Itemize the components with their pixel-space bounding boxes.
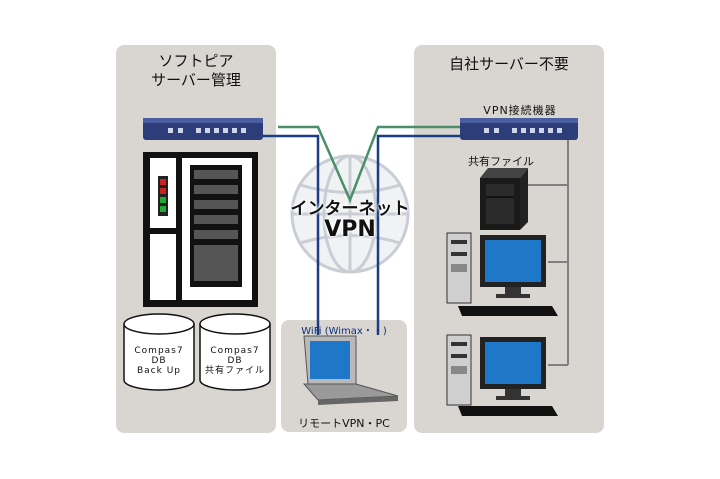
lan-lines bbox=[528, 140, 569, 366]
wifi-label: WiFi (Wimax・・) bbox=[301, 326, 387, 337]
desktop-pc-icon bbox=[446, 232, 558, 316]
vpn-links bbox=[262, 125, 468, 335]
server-rack-icon bbox=[143, 152, 258, 307]
db-purpose: 共有ファイル bbox=[204, 366, 265, 376]
remote-vpn-pc-label: リモートVPN・PC bbox=[298, 417, 390, 430]
left-panel-title: ソフトピア サーバー管理 bbox=[116, 52, 276, 90]
db-type: DB bbox=[227, 356, 243, 366]
database-label-backup: Compas7 DB Back Up bbox=[124, 346, 194, 376]
vpn-device-label: VPN接続機器 bbox=[483, 104, 557, 117]
left-vpn-router-icon bbox=[143, 118, 263, 140]
database-cylinder-icon bbox=[123, 313, 195, 391]
right-panel-title: 自社サーバー不要 bbox=[449, 55, 569, 73]
db-type: DB bbox=[151, 356, 167, 366]
database-label-shared: Compas7 DB 共有ファイル bbox=[200, 346, 270, 376]
left-panel-title-line2: サーバー管理 bbox=[151, 71, 241, 89]
database-cylinder-icon bbox=[199, 313, 271, 391]
internet-label: インターネット bbox=[290, 199, 410, 219]
db-name: Compas7 bbox=[134, 346, 184, 356]
db-purpose: Back Up bbox=[136, 366, 181, 376]
nas-storage-icon bbox=[480, 168, 528, 230]
left-panel-title-line1: ソフトピア bbox=[158, 52, 234, 70]
nas-label: 共有ファイル bbox=[468, 155, 534, 168]
laptop-icon bbox=[302, 335, 399, 405]
vpn-label: VPN bbox=[324, 217, 376, 242]
desktop-pc-icon bbox=[446, 334, 558, 416]
db-name: Compas7 bbox=[210, 346, 260, 356]
right-vpn-router-icon bbox=[460, 118, 578, 140]
